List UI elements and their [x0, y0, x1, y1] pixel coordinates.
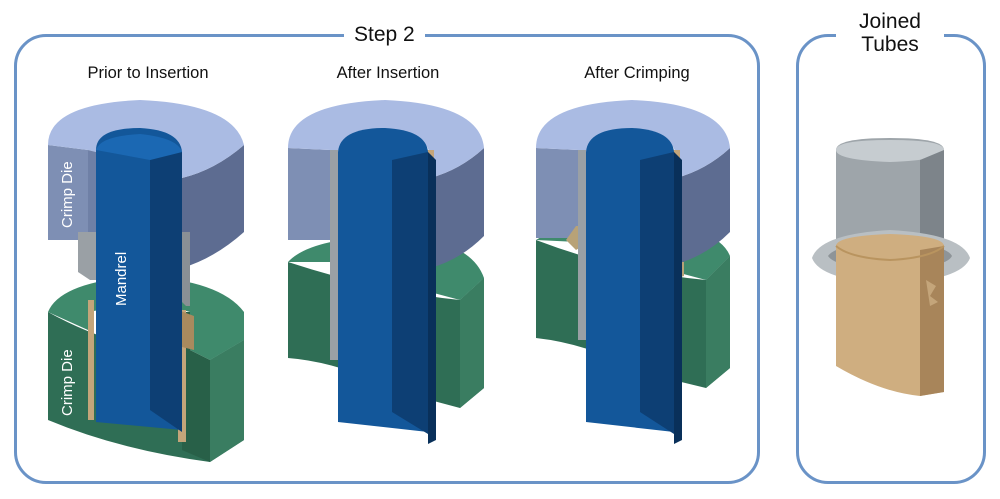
joined-tubes-title: Joined Tubes: [836, 8, 944, 58]
crimp-die-upper-label: Crimp Die: [59, 161, 76, 228]
crimp-die-lower-label: Crimp Die: [59, 349, 76, 416]
stage-after-crimping: [536, 100, 730, 444]
upper-crimp-die: [48, 100, 244, 268]
mandrel-prior: [96, 128, 182, 432]
mandrel-after-insertion: [338, 128, 436, 444]
step2-title: Step 2: [344, 23, 425, 46]
upper-crimp-die-2: [288, 100, 484, 268]
stage-after-insertion: [288, 100, 484, 444]
stage-prior-to-insertion: [48, 100, 244, 462]
upper-crimp-die-3: [536, 100, 730, 264]
joined-tubes-illustration: [812, 138, 970, 396]
mandrel-after-crimping: [586, 128, 682, 444]
stage-label-prior-to-insertion: Prior to Insertion: [87, 64, 209, 82]
mandrel-label: Mandrel: [113, 252, 130, 306]
stage-label-after-crimping: After Crimping: [584, 64, 690, 82]
stage-label-after-insertion: After Insertion: [336, 64, 440, 82]
